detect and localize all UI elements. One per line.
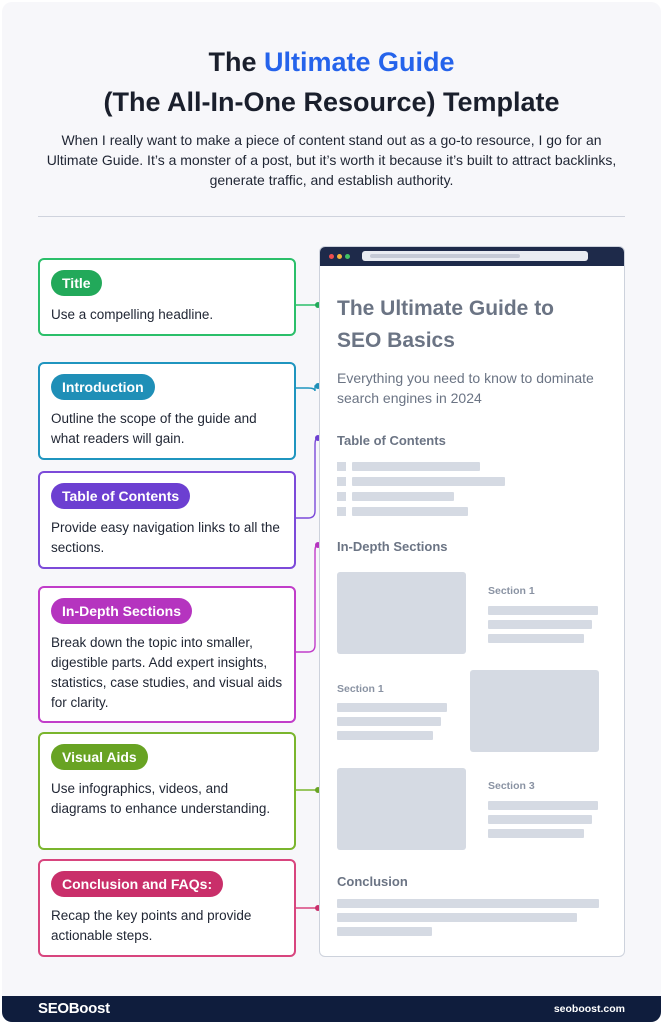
toc-line: [352, 462, 480, 471]
card-description: Outline the scope of the guide and what …: [51, 411, 257, 446]
conclusion-line: [337, 899, 599, 908]
card-visual-aids: Visual Aids Use infographics, videos, an…: [38, 732, 296, 850]
conclusion-line: [337, 927, 432, 936]
toc-line: [352, 477, 505, 486]
connector-toc: [296, 437, 319, 519]
card-description: Use infographics, videos, and diagrams t…: [51, 781, 271, 816]
toc-bullet: [337, 462, 346, 471]
toc-line: [352, 507, 468, 516]
card-description: Recap the key points and provide actiona…: [51, 908, 252, 943]
connector-sections: [296, 544, 319, 653]
title-prefix: The: [208, 47, 264, 77]
card-table-of-contents: Table of Contents Provide easy navigatio…: [38, 471, 296, 569]
title-line-1: The Ultimate Guide: [2, 42, 661, 82]
section-line: [488, 801, 598, 810]
maximize-dot-icon: [345, 254, 350, 259]
image-placeholder: [337, 572, 466, 654]
toc-bullet: [337, 507, 346, 516]
card-pill: Introduction: [51, 374, 155, 400]
card-pill: Table of Contents: [51, 483, 191, 509]
divider: [38, 216, 625, 217]
mockup-title: The Ultimate Guide to SEO Basics: [337, 297, 555, 352]
section-line: [488, 815, 592, 824]
seoboost-logo: SEOBoost: [38, 1000, 110, 1017]
mockup-subtitle: Everything you need to know to dominate …: [337, 370, 594, 406]
section-line: [337, 731, 433, 740]
connector-introduction: [296, 385, 317, 392]
footer-site-url: seoboost.com: [553, 1003, 625, 1015]
card-description: Provide easy navigation links to all the…: [51, 520, 280, 555]
title-line-2: (The All-In-One Resource) Template: [103, 87, 560, 117]
section-line: [488, 829, 584, 838]
card-pill: Conclusion and FAQs:: [51, 871, 224, 897]
card-introduction: Introduction Outline the scope of the gu…: [38, 362, 296, 460]
footer: SEOBoost seoboost.com: [2, 996, 661, 1022]
mockup-conclusion-heading: Conclusion: [337, 874, 408, 889]
minimize-dot-icon: [337, 254, 342, 259]
section-line: [488, 620, 592, 629]
image-placeholder: [337, 768, 466, 850]
section-line: [337, 703, 447, 712]
section-line: [488, 634, 584, 643]
card-description: Use a compelling headline.: [51, 307, 214, 322]
toc-bullet: [337, 492, 346, 501]
card-conclusion: Conclusion and FAQs: Recap the key point…: [38, 859, 296, 957]
browser-mockup: The Ultimate Guide to SEO Basics Everyth…: [319, 246, 625, 957]
card-in-depth-sections: In-Depth Sections Break down the topic i…: [38, 586, 296, 723]
card-pill: Visual Aids: [51, 744, 148, 770]
mockup-toc-heading: Table of Contents: [337, 433, 446, 448]
intro-text: When I really want to make a piece of co…: [46, 132, 617, 188]
browser-toolbar: [320, 247, 624, 266]
card-title: Title Use a compelling headline.: [38, 258, 296, 336]
toc-line: [352, 492, 454, 501]
section-label: Section 1: [488, 585, 535, 597]
card-description: Break down the topic into smaller, diges…: [51, 635, 283, 710]
section-line: [488, 606, 598, 615]
card-pill: In-Depth Sections: [51, 598, 193, 624]
close-dot-icon: [329, 254, 334, 259]
address-bar: [362, 251, 588, 261]
mockup-sections-heading: In-Depth Sections: [337, 539, 448, 554]
section-label: Section 1: [337, 683, 384, 695]
conclusion-line: [337, 913, 577, 922]
address-placeholder: [370, 254, 520, 258]
toc-bullet: [337, 477, 346, 486]
title-accent: Ultimate Guide: [263, 47, 455, 77]
page-title: The Ultimate Guide (The All-In-One Resou…: [2, 42, 661, 122]
section-label: Section 3: [488, 780, 535, 792]
image-placeholder: [470, 670, 599, 752]
card-pill: Title: [51, 270, 102, 296]
section-line: [337, 717, 441, 726]
